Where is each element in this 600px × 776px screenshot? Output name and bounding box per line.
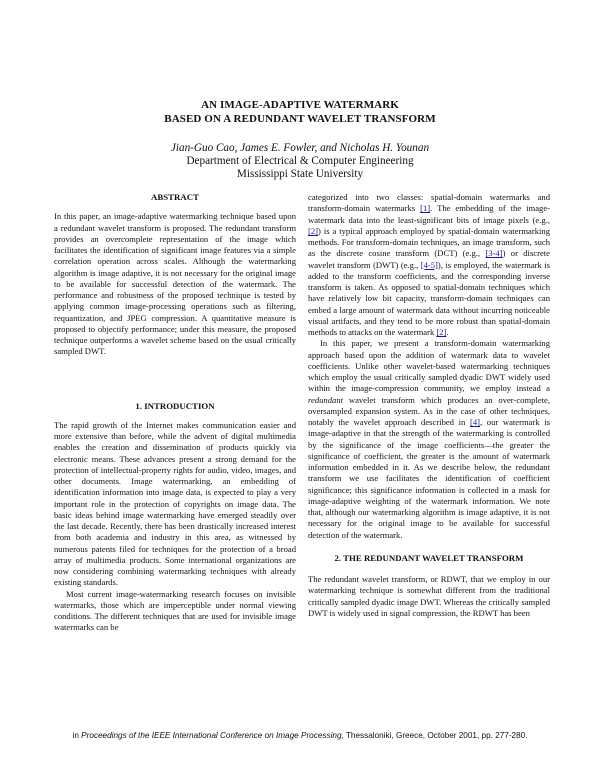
right-paragraph-2: In this paper, we present a transform-do… bbox=[308, 338, 550, 540]
citation-link[interactable]: [3-4] bbox=[485, 248, 503, 259]
citation-link[interactable]: [2] bbox=[436, 327, 447, 337]
abstract-heading: ABSTRACT bbox=[151, 192, 199, 202]
abstract-text: In this paper, an image-adaptive waterma… bbox=[54, 211, 296, 357]
intro-paragraph-1: The rapid growth of the Internet makes c… bbox=[54, 419, 296, 588]
right-column: categorized into two classes: spatial-do… bbox=[308, 192, 550, 619]
university: Mississippi State University bbox=[236, 168, 364, 180]
section-2-paragraph: The redundant wavelet transform, or RDWT… bbox=[308, 574, 550, 618]
department: Department of Electrical & Computer Engi… bbox=[186, 155, 414, 167]
publication-footer: in Proceedings of the IEEE International… bbox=[72, 731, 528, 740]
author-names: Jian-Guo Cao, James E. Fowler, and Nicho… bbox=[170, 142, 430, 154]
section-2-heading: 2. THE REDUNDANT WAVELET TRANSFORM bbox=[334, 552, 524, 563]
introduction-heading: 1. INTRODUCTION bbox=[135, 400, 215, 411]
venue-name: Proceedings of the IEEE International Co… bbox=[81, 731, 342, 740]
right-paragraph-1: categorized into two classes: spatial-do… bbox=[308, 192, 550, 337]
paper-title: AN IMAGE-ADAPTIVE WATERMARK BASED ON A R… bbox=[0, 98, 600, 126]
left-column: ABSTRACT In this paper, an image-adaptiv… bbox=[54, 192, 296, 634]
title-line-2: BASED ON A REDUNDANT WAVELET TRANSFORM bbox=[164, 113, 436, 125]
citation-link[interactable]: [4-5] bbox=[420, 259, 438, 270]
citation-link[interactable]: [4] bbox=[469, 417, 480, 427]
citation-link[interactable]: [2] bbox=[308, 225, 319, 236]
author-block: Jian-Guo Cao, James E. Fowler, and Nicho… bbox=[0, 142, 600, 181]
title-line-1: AN IMAGE-ADAPTIVE WATERMARK bbox=[201, 99, 399, 111]
citation-link[interactable]: [1] bbox=[420, 203, 431, 214]
intro-paragraph-2: Most current image-watermarking research… bbox=[54, 588, 296, 633]
